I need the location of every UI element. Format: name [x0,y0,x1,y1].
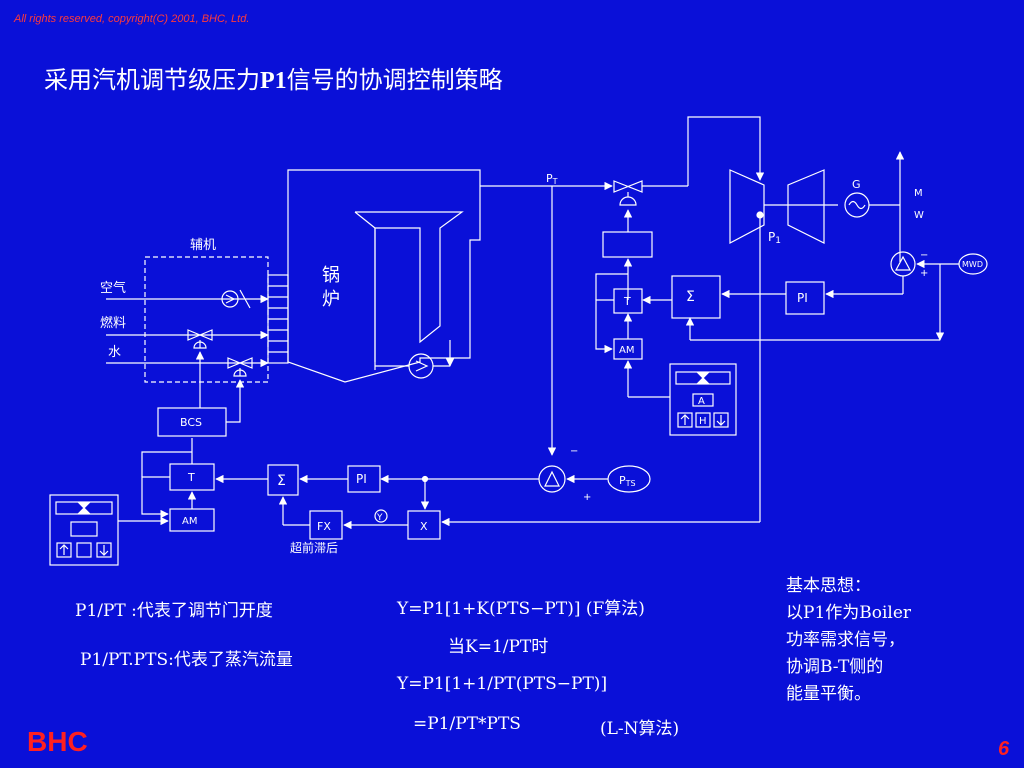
fuel-label: 燃料 [100,315,126,331]
svg-text:−: − [920,250,928,261]
pressure-delta [538,465,566,493]
mw-delta [890,251,916,277]
turbine-sum-block [671,275,721,319]
pts-label: PTS [619,474,636,488]
formula-f-algorithm: Y=P1[1+K(PTS−PT)] (F算法) [397,599,645,619]
aux-label: 辅机 [190,238,216,253]
copyright-notice: All rights reserved, copyright(C) 2001, … [14,13,250,25]
g-label: G [852,178,861,191]
svg-text:+: + [583,492,591,503]
y-signal [374,509,388,523]
boiler [287,169,481,383]
svg-text:FX: FX [317,520,331,533]
svg-text:T: T [623,295,631,308]
formula-ln-label: (L-N算法) [600,719,680,739]
brand-logo: BHC [27,726,88,757]
boiler-label-1: 锅 [322,265,340,286]
pt-top-label: PT [546,172,558,186]
svg-text:−: − [570,446,578,457]
svg-text:PI: PI [797,291,808,305]
svg-text:T: T [187,471,195,484]
svg-text:X: X [420,520,428,533]
svg-text:AM: AM [619,345,634,356]
lead-lag-label: 超前滞后 [290,540,338,555]
svg-text:M: M [914,188,923,199]
svg-text:BCS: BCS [180,416,202,429]
svg-text:A: A [698,396,705,407]
water-valve-icon [227,357,253,369]
svg-text:PI: PI [356,472,367,486]
water-label: 水 [108,345,121,360]
turbine-operator-station [669,363,737,436]
formula-ln: =P1/PT*PTS [413,714,521,734]
svg-text:Σ: Σ [686,289,695,305]
svg-text:H: H [699,416,707,427]
fuel-valve-icon [187,329,213,341]
turbine-pi-block [785,281,825,315]
formula-k-condition: 当K=1/PT时 [448,637,549,657]
air-label: 空气 [100,280,126,296]
valve-actuator [602,231,653,258]
steam-valve-icon [613,180,643,193]
svg-text:W: W [914,210,924,221]
turbine-lp [787,169,825,244]
page-title: 采用汽机调节级压力P1信号的协调控制策略 [44,66,503,94]
svg-text:MWD: MWD [962,260,983,269]
boiler-sum-block [267,464,299,496]
page-number: 6 [998,738,1010,760]
boiler-label-2: 炉 [322,289,340,310]
svg-text:+: + [920,268,928,279]
p1-label: P1 [768,230,781,246]
turbine-hp [729,169,765,244]
turbine-t-block [613,288,643,314]
note-valve-opening: P1/PT :代表了调节门开度 [75,601,273,621]
svg-text:Σ: Σ [277,473,286,489]
fan-icon [221,290,239,308]
svg-text:AM: AM [182,516,197,527]
formula-expanded: Y=P1[1+1/PT(PTS−PT)] [397,674,608,694]
svg-text:Y: Y [376,513,383,523]
boiler-operator-station [49,494,119,566]
note-steam-flow: P1/PT.PTS:代表了蒸汽流量 [80,650,293,670]
